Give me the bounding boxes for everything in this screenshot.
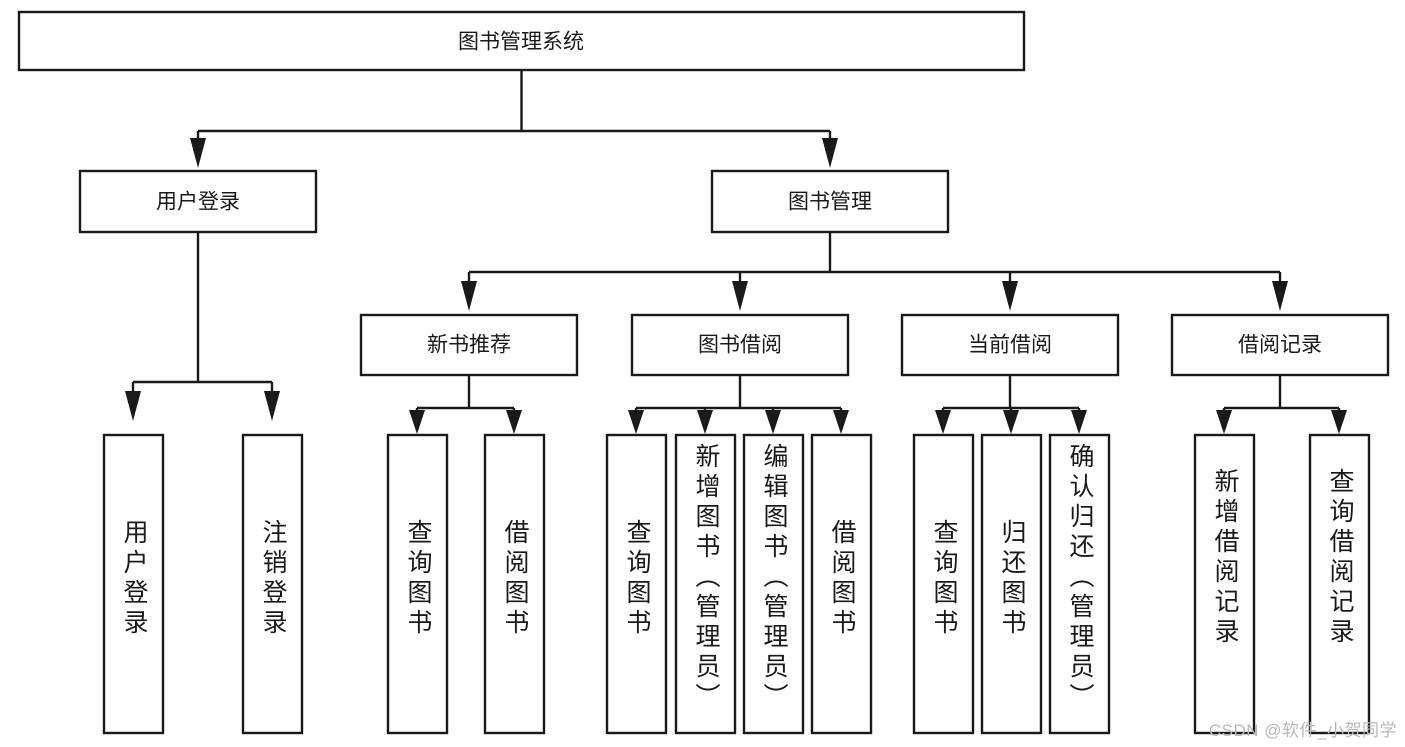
node-root-rect[interactable] — [17, 10, 1026, 72]
node-book-borrow-label: 图书借阅 — [698, 334, 782, 357]
node-borrow-record-rect[interactable] — [1170, 313, 1390, 377]
node-leaf-query-record-rect[interactable] — [1308, 433, 1371, 735]
node-new-book-recommend-label: 新书推荐 — [427, 334, 511, 357]
node-root-label: 图书管理系统 — [458, 31, 584, 54]
csdn-watermark: CSDN @软件_小贺同学 — [1208, 721, 1397, 740]
arrow-head-leaf-confirm-return — [1071, 410, 1087, 434]
arrow-head-leaf-borrow-book-1 — [506, 410, 522, 434]
arrow-head-leaf-user-login — [125, 391, 141, 421]
connector-group-borrow-record — [1216, 376, 1347, 434]
node-user-login-label: 用户登录 — [156, 191, 240, 214]
connector-group-current-borrow — [935, 376, 1087, 434]
node-new-book-recommend-rect[interactable] — [359, 313, 579, 377]
node-leaf-return-book-rect[interactable] — [980, 433, 1043, 735]
arrow-head-book-management — [822, 138, 838, 168]
arrow-head-leaf-query-record — [1331, 410, 1347, 434]
node-leaf-borrow-book-1-rect[interactable] — [483, 433, 546, 735]
node-leaf-borrow-book-2-rect[interactable] — [810, 433, 873, 735]
node-current-borrow-rect[interactable] — [900, 313, 1120, 377]
arrow-head-leaf-user-logout — [264, 391, 280, 421]
node-leaf-edit-book-rect[interactable] — [742, 433, 805, 735]
arrow-head-leaf-query-book-1 — [409, 410, 425, 434]
arrow-head-leaf-query-book-2 — [628, 410, 644, 434]
arrow-head-leaf-edit-book — [765, 410, 781, 434]
node-current-borrow[interactable]: 当前借阅 — [900, 313, 1120, 377]
node-book-management[interactable]: 图书管理 — [710, 169, 950, 234]
node-root[interactable]: 图书管理系统 — [17, 10, 1026, 72]
connector-group-book-management — [461, 233, 1288, 311]
node-leaf-query-book-3-rect[interactable] — [912, 433, 975, 735]
node-new-book-recommend[interactable]: 新书推荐 — [359, 313, 579, 377]
arrow-head-leaf-query-book-3 — [935, 410, 951, 434]
node-borrow-record-label: 借阅记录 — [1238, 334, 1322, 357]
node-book-management-label: 图书管理 — [788, 191, 872, 214]
arrow-head-user-login — [190, 138, 206, 168]
arrow-head-current-borrow — [1002, 281, 1018, 311]
node-book-borrow[interactable]: 图书借阅 — [630, 313, 850, 377]
arrow-head-borrow-record — [1272, 281, 1288, 311]
arrow-head-leaf-add-record — [1216, 410, 1232, 434]
node-user-login[interactable]: 用户登录 — [78, 169, 318, 234]
arrow-head-leaf-add-book — [697, 410, 713, 434]
node-user-login-rect[interactable] — [78, 169, 318, 234]
connector-group-root — [190, 71, 838, 168]
node-leaf-user-login-rect[interactable] — [102, 433, 165, 735]
connector-group-book-borrow — [628, 376, 849, 434]
node-book-borrow-rect[interactable] — [630, 313, 850, 377]
node-borrow-record[interactable]: 借阅记录 — [1170, 313, 1390, 377]
arrow-head-new-book-recommend — [461, 281, 477, 311]
connector-group-user-login — [125, 233, 280, 421]
arrow-head-leaf-return-book — [1003, 410, 1019, 434]
node-leaf-user-logout-rect[interactable] — [241, 433, 304, 735]
arrow-head-book-borrow — [732, 281, 748, 311]
connector-group-new-book-recommend — [409, 376, 522, 434]
node-book-management-rect[interactable] — [710, 169, 950, 234]
node-current-borrow-label: 当前借阅 — [968, 334, 1052, 357]
leaf-boxes — [102, 433, 1371, 735]
arrow-head-leaf-borrow-book-2 — [833, 410, 849, 434]
node-leaf-query-book-2-rect[interactable] — [605, 433, 668, 735]
node-leaf-add-record-rect[interactable] — [1193, 433, 1256, 735]
node-leaf-query-book-1-rect[interactable] — [386, 433, 449, 735]
node-leaf-add-book-rect[interactable] — [674, 433, 737, 735]
node-leaf-confirm-return-rect[interactable] — [1048, 433, 1111, 735]
